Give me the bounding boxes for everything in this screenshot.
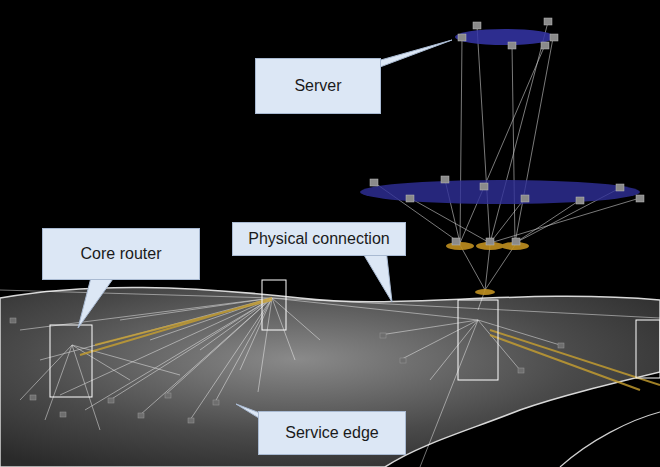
link [200,298,272,350]
link [72,345,130,380]
router-box [458,300,498,380]
device [518,368,524,373]
link [258,298,272,392]
server-node [550,34,558,41]
link [165,298,272,395]
link [272,298,660,318]
server-node [512,238,520,245]
server-node [544,18,552,25]
router-box [636,320,660,378]
device [558,343,564,348]
callout-label: Physical connection [238,230,399,248]
server-node [576,197,584,204]
device [60,412,66,417]
server-node [441,176,449,183]
link [515,38,553,243]
callout-box: Service edge [258,411,406,455]
device [400,358,406,363]
link [460,245,485,290]
router-box [50,325,92,397]
device [30,395,36,400]
server-node [508,42,516,49]
server-node [458,34,466,41]
link [490,198,640,243]
backbone-links [80,298,660,390]
core-routers [50,280,660,397]
terrain-map [0,287,660,467]
device [380,333,386,338]
link [45,345,72,420]
server-node [452,238,460,245]
device [108,398,114,403]
server-layer [360,180,640,204]
server-node [616,184,624,191]
backbone [490,335,640,390]
gateway-layer [446,242,529,295]
callout-label: Core router [71,245,172,263]
server-node [521,195,529,202]
callout-box: Physical connection [232,222,406,256]
server-node [486,238,494,245]
link [0,290,272,298]
link [20,345,72,400]
callout-box: Core router [42,228,200,280]
link [272,298,478,320]
link [485,245,515,290]
link [215,298,272,402]
device [213,400,219,405]
gateway [475,289,495,295]
link [140,298,272,415]
link [478,320,560,345]
link [460,38,462,243]
link [512,45,515,243]
link [420,320,478,467]
physical-links [0,290,660,467]
link [410,198,490,243]
link [490,22,548,243]
device [188,418,194,423]
edge-devices [10,318,564,423]
backbone [80,298,272,355]
link [110,298,272,400]
backbone [95,300,272,345]
coastline [560,412,660,467]
link [72,345,100,430]
server-layer [455,29,555,45]
callout-box: Server [255,58,381,114]
link [477,26,490,243]
server-node [406,195,414,202]
server-node [541,42,549,49]
server-node [370,179,378,186]
server-node [636,195,644,202]
server-node [480,183,488,190]
link [478,320,520,370]
link [190,298,272,420]
link [460,45,545,243]
server-node [473,22,481,29]
device [138,413,144,418]
server-links [375,22,640,310]
link [430,320,478,380]
callout-label: Service edge [275,424,388,442]
link [120,298,272,320]
link [272,298,295,360]
link [515,200,580,243]
callout-label: Server [284,77,351,95]
link [400,320,478,360]
link [240,298,272,370]
device [10,318,16,323]
link [72,345,180,375]
link [272,298,320,340]
link [85,298,272,410]
link [490,198,525,243]
device [165,393,171,398]
router-box [262,280,286,330]
backbone [490,330,660,385]
